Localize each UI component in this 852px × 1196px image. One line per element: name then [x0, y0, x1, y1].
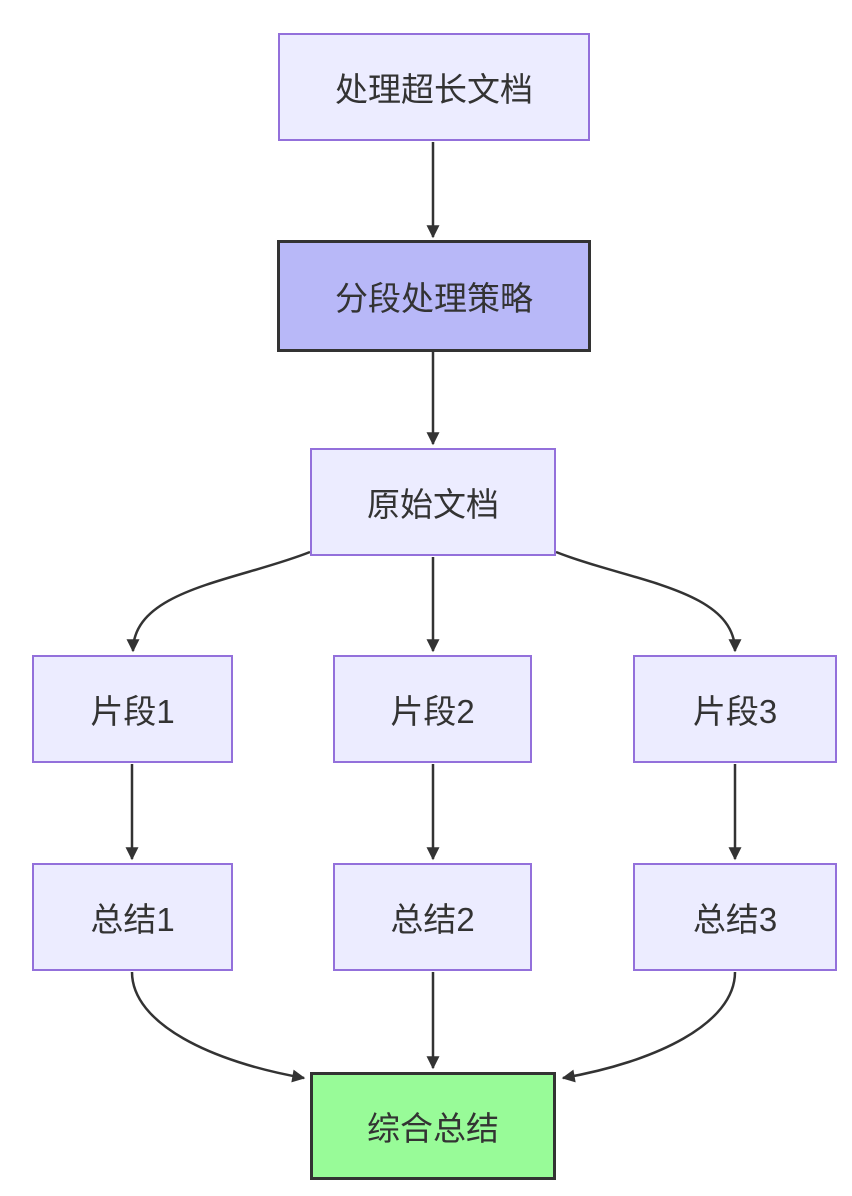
node-process-long-document: 处理超长文档	[278, 33, 590, 141]
node-fragment-3: 片段3	[633, 655, 837, 763]
edge-C-D3	[555, 550, 742, 653]
node-summary-1: 总结1	[32, 863, 233, 971]
edge-E1-F	[130, 971, 306, 1083]
node-label: 处理超长文档	[335, 71, 533, 108]
node-label: 片段1	[90, 693, 175, 730]
edge-C-D1	[126, 550, 311, 653]
node-label: 总结3	[692, 901, 778, 938]
node-fragment-1: 片段1	[32, 655, 233, 763]
node-label: 片段2	[390, 693, 475, 730]
node-summary-2: 总结2	[333, 863, 532, 971]
node-fragment-2: 片段2	[333, 655, 532, 763]
node-label: 总结1	[90, 901, 175, 938]
node-label: 原始文档	[367, 486, 499, 523]
node-summary-3: 总结3	[633, 863, 837, 971]
node-original-document: 原始文档	[310, 448, 556, 556]
node-segmentation-strategy: 分段处理策略	[277, 240, 591, 352]
node-label: 总结2	[390, 901, 475, 938]
node-combined-summary: 综合总结	[310, 1072, 556, 1180]
edge-E3-F	[561, 971, 737, 1083]
node-label: 综合总结	[367, 1110, 499, 1147]
node-label: 分段处理策略	[335, 280, 533, 317]
node-label: 片段3	[692, 693, 778, 730]
